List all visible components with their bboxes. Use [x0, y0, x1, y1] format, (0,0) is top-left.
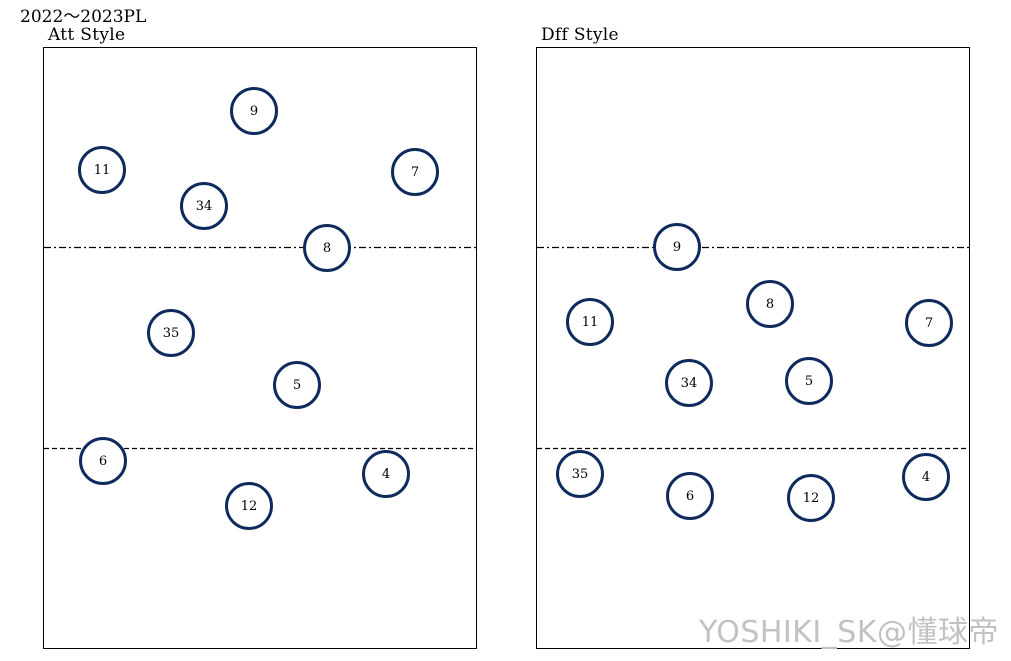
- player-12: 12: [225, 482, 273, 530]
- player-9: 9: [230, 87, 278, 135]
- player-6: 6: [666, 472, 714, 520]
- att-style-label: Att Style: [48, 25, 126, 45]
- player-34: 34: [665, 359, 713, 407]
- player-4: 4: [362, 450, 410, 498]
- player-8: 8: [746, 280, 794, 328]
- player-6: 6: [79, 437, 127, 485]
- player-5: 5: [785, 357, 833, 405]
- watermark: YOSHIKI_SK@懂球帝: [699, 615, 999, 650]
- player-12: 12: [787, 474, 835, 522]
- player-35: 35: [147, 309, 195, 357]
- player-34: 34: [180, 182, 228, 230]
- player-35: 35: [556, 450, 604, 498]
- dff-style-label: Dff Style: [541, 25, 619, 45]
- player-11: 11: [78, 146, 126, 194]
- player-5: 5: [273, 361, 321, 409]
- player-7: 7: [391, 148, 439, 196]
- player-7: 7: [905, 299, 953, 347]
- page-title: 2022～2023PL: [20, 7, 147, 27]
- player-9: 9: [653, 223, 701, 271]
- player-8: 8: [303, 224, 351, 272]
- att-style-field: 9 11 7 34 8 35 5 6 4 12: [43, 47, 477, 649]
- player-4: 4: [902, 453, 950, 501]
- dff-style-field: 9 8 11 7 34 5 35 4 6 12: [536, 47, 970, 649]
- player-11: 11: [566, 298, 614, 346]
